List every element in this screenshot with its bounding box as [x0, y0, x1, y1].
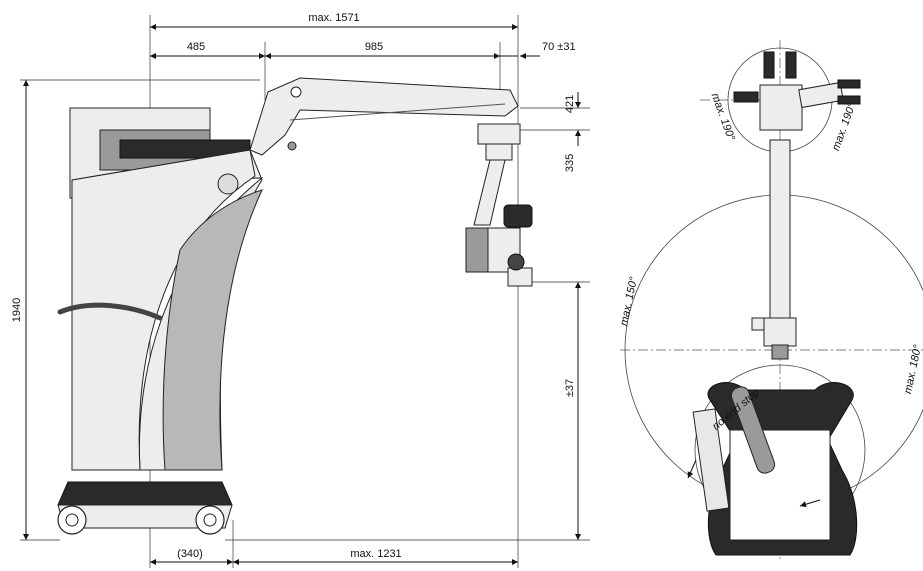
eyepiece-right [785, 51, 797, 79]
angle-arm-right: max. 180° [902, 343, 923, 395]
push-handle [57, 302, 163, 321]
arm-strut [289, 103, 506, 121]
arm-joint-top [763, 317, 797, 347]
column-curve [162, 189, 263, 471]
monitor-side [692, 408, 730, 512]
head-top-view [759, 84, 803, 131]
arm-brake-top [751, 317, 765, 331]
dim-arm-part-a: 485 [187, 41, 205, 53]
rotation-arrow-left [687, 459, 697, 479]
assistant-eyepiece-2 [837, 95, 861, 105]
suspension-arm [249, 77, 519, 156]
dim-offset: 70 ±31 [542, 41, 576, 53]
base-top [57, 481, 233, 506]
dim-base-part: (340) [177, 548, 203, 560]
assistant-eyepiece-1 [837, 79, 861, 89]
head-bearing [485, 143, 513, 161]
head-coupling [477, 123, 521, 145]
objective [507, 267, 533, 287]
dim-arm-part-b: 985 [365, 41, 383, 53]
arm-joint [290, 86, 302, 98]
dim-max-width: max. 1571 [308, 12, 359, 24]
dim-height-total: 1940 [11, 298, 23, 322]
swing-arm [730, 386, 776, 474]
assistant-scope [798, 81, 844, 109]
side-adapter [733, 91, 759, 103]
focus-knob [507, 253, 525, 271]
top-view: max. 190° max. 190° max. 150° max. 180° … [618, 40, 923, 560]
eyepiece-left [763, 51, 775, 79]
angle-tilt-left: max. 190° [709, 92, 737, 143]
castor-left-hub [65, 513, 79, 527]
angle-tilt-right: max. 190° [830, 101, 858, 152]
arm-lock [771, 344, 789, 360]
stand-column [71, 149, 256, 471]
rotation-arrow-right [799, 499, 821, 508]
dim-max-reach: max. 1231 [350, 548, 401, 560]
carrier-arm [473, 159, 506, 226]
dim-head-upper: 421 [564, 95, 576, 113]
dim-head-lower: 335 [564, 154, 576, 172]
side-view: max. 1571 485 985 70 ±31 1940 421 335 ±3… [11, 12, 590, 568]
eyepieces [503, 204, 533, 228]
arm-brake-knob [287, 141, 297, 151]
microscope-handgrip [465, 227, 489, 273]
chassis-frame [729, 429, 831, 541]
arm-top-view [769, 139, 791, 331]
angle-arm-left: max. 150° [618, 275, 640, 327]
castor-right-hub [203, 513, 217, 527]
ventilation-grille [217, 173, 239, 195]
dim-vertical-travel: ±37 [564, 379, 576, 397]
